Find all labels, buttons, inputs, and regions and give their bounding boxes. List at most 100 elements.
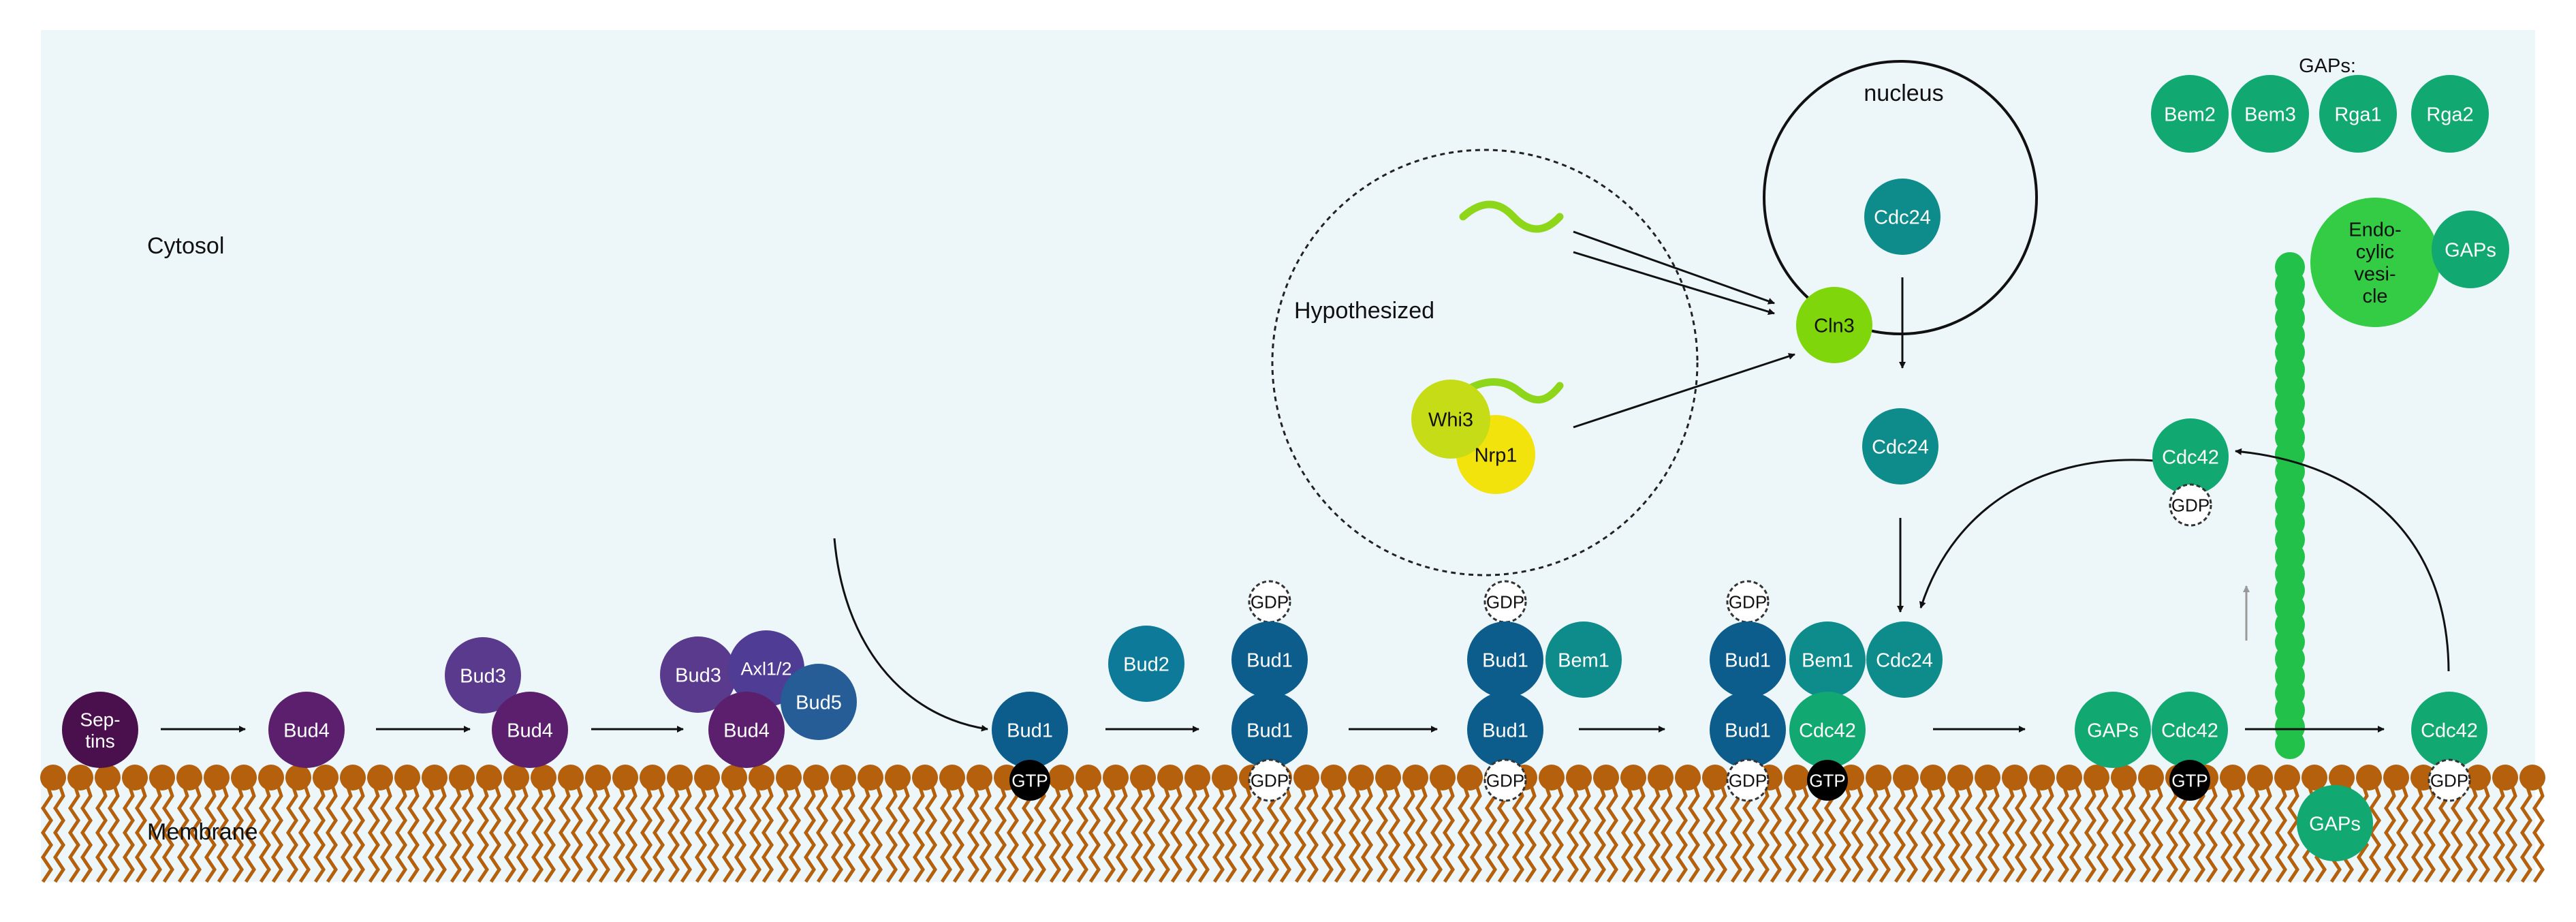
lipid-head — [612, 765, 638, 790]
actin-filament-icon — [2275, 252, 2305, 759]
lipid-head — [394, 765, 420, 790]
lipid-tail — [1293, 783, 1319, 883]
actin-monomer — [2275, 729, 2305, 759]
bem1-label: Bem1 — [1802, 649, 1853, 671]
cdc42-protein: Cdc42 — [2152, 692, 2228, 768]
lipid-head — [803, 765, 829, 790]
bud5-protein: Bud5 — [781, 664, 857, 740]
lipid-tail — [503, 783, 529, 883]
rga1-label: Rga1 — [2334, 104, 2381, 125]
lipid-tail — [2247, 783, 2273, 883]
bud1-label: Bud1 — [1482, 720, 1528, 741]
lipid-head — [1893, 765, 1919, 790]
lipid-head — [340, 765, 366, 790]
lipid-tail — [830, 783, 856, 883]
lipid-tail — [1075, 783, 1101, 883]
gaps-label: GAPs — [2087, 720, 2139, 741]
bud1-label: Bud1 — [1246, 720, 1293, 741]
mrna-squiggle-icon — [1459, 200, 1564, 233]
lipid-head — [1648, 765, 1674, 790]
bud1-protein: Bud1 — [1231, 621, 1308, 698]
gdp-label: GDP — [1729, 591, 1767, 612]
lipid-tail — [149, 783, 175, 883]
lipid-tail — [449, 783, 475, 883]
lipid-head — [258, 765, 284, 790]
lipid-head — [2302, 765, 2327, 790]
bem3-protein: Bem3 — [2231, 75, 2309, 153]
cdc24-protein: Cdc24 — [1862, 408, 1938, 485]
lipid-head — [285, 765, 311, 790]
lipid-tail — [1866, 783, 1891, 883]
lipid-tail — [721, 783, 747, 883]
lipid-head — [1130, 765, 1156, 790]
bud1-protein: Bud1 — [992, 692, 1068, 768]
lipid-head — [694, 765, 720, 790]
gtp-label: GTP — [1011, 770, 1048, 790]
lipid-head — [1430, 765, 1456, 790]
lipid-head — [912, 765, 938, 790]
bud3-protein: Bud3 — [660, 636, 736, 713]
lipid-head — [204, 765, 230, 790]
gaps-protein: GAPs — [2075, 692, 2151, 768]
arrow-icon — [2235, 448, 2450, 672]
lipid-tail — [2274, 783, 2300, 883]
lipid-head — [422, 765, 447, 790]
lipid-head — [476, 765, 502, 790]
cdc24-protein: Cdc24 — [1866, 621, 1943, 698]
lipid-head — [1321, 765, 1347, 790]
gdp-label: GDP — [1486, 770, 1524, 790]
lipid-head — [1784, 765, 1810, 790]
bud4-protein: Bud4 — [708, 692, 785, 768]
bud1-protein: Bud1 — [1467, 692, 1543, 768]
lipid-head — [149, 765, 175, 790]
lipid-tail — [367, 783, 393, 883]
lipid-head — [967, 765, 992, 790]
lipid-tail — [67, 783, 93, 883]
septins-label: Sep-tins — [80, 709, 120, 751]
lipid-tail — [1321, 783, 1347, 883]
lipid-head — [885, 765, 911, 790]
axl-label: Axl1/2 — [740, 659, 791, 679]
lipid-tail — [749, 783, 774, 883]
lipid-head — [2356, 765, 2382, 790]
lipid-head — [2111, 765, 2137, 790]
lipid-head — [1539, 765, 1565, 790]
lipid-head — [667, 765, 693, 790]
bud2-protein: Bud2 — [1108, 626, 1184, 702]
gdp-nucleotide: GDP — [1483, 580, 1527, 624]
gdp-label: GDP — [1729, 770, 1767, 790]
arrow-icon — [1573, 353, 1795, 429]
lipid-tail — [640, 783, 665, 883]
lipid-head — [1593, 765, 1619, 790]
bud1-protein: Bud1 — [1467, 621, 1543, 698]
gdp-label: GDP — [2171, 495, 2210, 515]
lipid-head — [1702, 765, 1728, 790]
lipid-tail — [1648, 783, 1674, 883]
lipid-tail — [1430, 783, 1456, 883]
lipid-tail — [1130, 783, 1156, 883]
mrna-squiggle-icon — [1460, 378, 1564, 404]
lipid-tail — [2410, 783, 2436, 883]
lipid-head — [503, 765, 529, 790]
membrane-label: Membrane — [147, 819, 258, 845]
gaps-protein: GAPs — [2432, 211, 2509, 288]
lipid-tail — [967, 783, 992, 883]
lipid-head — [721, 765, 747, 790]
lipid-head — [1103, 765, 1129, 790]
lipid-head — [1348, 765, 1374, 790]
lipid-tail — [1539, 783, 1565, 883]
gdp-nucleotide: GDP — [1248, 758, 1291, 802]
bud2-label: Bud2 — [1123, 654, 1169, 675]
arrow-layer — [161, 230, 2450, 733]
cdc24-label: Cdc24 — [1874, 206, 1931, 228]
bud1-protein: Bud1 — [1710, 621, 1786, 698]
lipid-tail — [1157, 783, 1183, 883]
bem2-protein: Bem2 — [2151, 75, 2229, 153]
bem1-protein: Bem1 — [1545, 621, 1622, 698]
gaps-header: GAPs: — [2299, 55, 2356, 77]
lipid-tail — [2465, 783, 2491, 883]
lipid-tail — [2492, 783, 2518, 883]
